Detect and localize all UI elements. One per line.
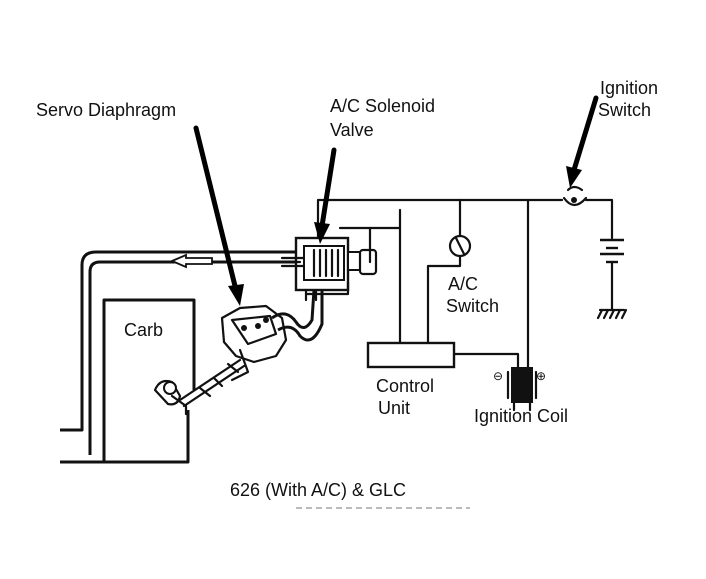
caption: 626 (With A/C) & GLC xyxy=(230,480,407,500)
label-ac-solenoid-line1: A/C Solenoid xyxy=(330,96,436,116)
servo-diaphragm xyxy=(220,289,324,382)
label-control-unit-line1: Control xyxy=(376,376,435,396)
ignition-switch xyxy=(562,185,588,207)
battery xyxy=(600,238,624,264)
wiring xyxy=(316,198,614,372)
coil-plus-terminal: ⊕ xyxy=(536,369,547,383)
flow-arrow xyxy=(169,253,213,269)
label-ignition-switch-line1: Ignition xyxy=(600,78,659,98)
label-ignition-switch-line2: Switch xyxy=(598,100,652,120)
label-ac-solenoid-line2: Valve xyxy=(330,120,374,140)
ground-symbol xyxy=(596,308,628,320)
label-ignition-coil: Ignition Coil xyxy=(474,406,569,426)
label-carb: Carb xyxy=(124,320,164,340)
ac-solenoid-valve xyxy=(280,226,378,302)
label-control-unit-line2: Unit xyxy=(378,398,411,418)
coil-minus-terminal: ⊖ xyxy=(493,369,504,383)
pointer-arrows xyxy=(193,95,599,306)
carb-housing xyxy=(60,250,300,464)
label-servo-diaphragm: Servo Diaphragm xyxy=(36,100,177,120)
throttle-linkage xyxy=(153,358,246,416)
label-ac-switch-line2: Switch xyxy=(446,296,500,316)
label-ac-switch-line1: A/C xyxy=(448,274,479,294)
ac-switch xyxy=(448,234,472,258)
ignition-coil xyxy=(506,367,538,412)
control-unit xyxy=(366,341,456,369)
